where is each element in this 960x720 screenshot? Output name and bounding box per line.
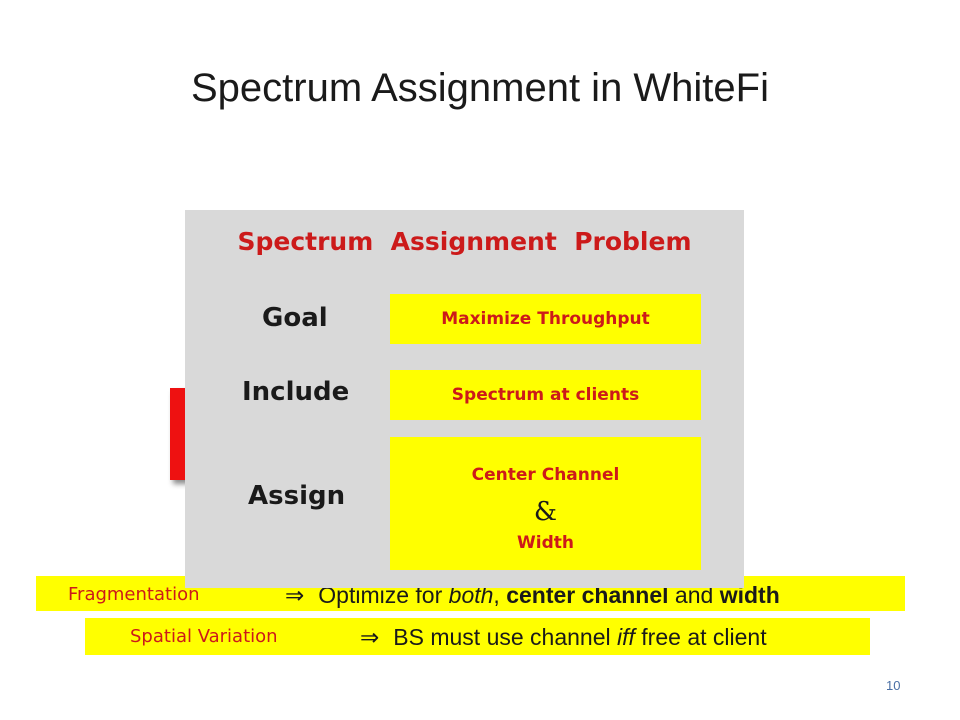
spatial-variation-label: Spatial Variation [130, 626, 278, 647]
assign-center-channel: Center Channel [471, 465, 620, 485]
spatial-part-iff: iff [617, 624, 635, 650]
spatial-part-3: free at client [634, 624, 767, 650]
panel-title: Spectrum Assignment Problem [237, 227, 692, 256]
page-number: 10 [886, 678, 901, 693]
include-box: Spectrum at clients [390, 370, 701, 420]
assign-label: Assign [248, 481, 346, 511]
implies-arrow-icon: ⇒ [285, 582, 305, 608]
frag-part-comma: , [493, 582, 507, 608]
fragmentation-label: Fragmentation [68, 584, 200, 605]
spatial-part-1: BS must use channel [393, 624, 618, 650]
assign-box: Center Channel & Width [390, 437, 701, 570]
goal-box: Maximize Throughput [390, 294, 701, 344]
ampersand: & [533, 497, 558, 527]
include-label: Include [242, 377, 350, 407]
spatial-variation-text: ⇒ BS must use channel iff free at client [360, 624, 767, 651]
goal-label: Goal [262, 303, 328, 333]
implies-arrow-icon: ⇒ [360, 624, 380, 650]
slide-title: Spectrum Assignment in WhiteFi [191, 66, 769, 110]
spatial-variation-strip [85, 618, 870, 655]
assign-width: Width [517, 533, 574, 553]
